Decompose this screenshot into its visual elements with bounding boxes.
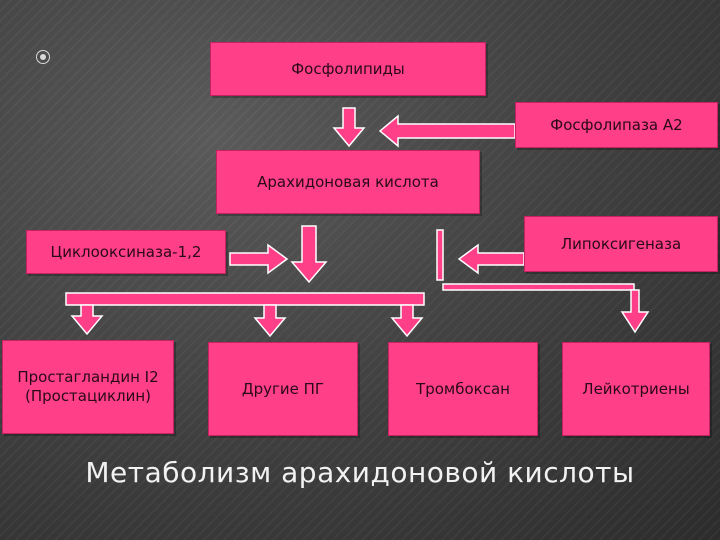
cyclooxygenase-label: Циклооксиназа-1,2 bbox=[50, 242, 202, 261]
leukotrienes-label: Лейкотриены bbox=[582, 379, 690, 398]
lipoxygenase-box: Липоксигеназа bbox=[524, 216, 718, 272]
prostaglandin-i2-box: Простагландин I2 (Простациклин) bbox=[2, 340, 174, 434]
distribution-bar bbox=[65, 292, 425, 306]
phospholipase-label: Фосфолипаза А2 bbox=[550, 115, 683, 134]
lipoxygenase-branch-line bbox=[436, 229, 444, 281]
arrow-lipoxygenase-to-stream bbox=[457, 243, 525, 275]
phospholipase-box: Фосфолипаза А2 bbox=[515, 102, 718, 148]
phospholipids-box: Фосфолипиды bbox=[210, 42, 486, 96]
other-pg-label: Другие ПГ bbox=[241, 379, 325, 398]
lipoxygenase-label: Липоксигеназа bbox=[560, 234, 682, 253]
arrow-to-other-pg bbox=[253, 304, 287, 338]
arrow-phospholipids-to-arachidonic bbox=[332, 107, 366, 148]
arrow-phospholipase-to-stream bbox=[378, 114, 516, 148]
arachidonic-acid-label: Арахидоновая кислота bbox=[257, 172, 439, 191]
leukotrienes-box: Лейкотриены bbox=[562, 342, 710, 436]
slide-title: Метаболизм арахидоновой кислоты bbox=[85, 456, 635, 489]
thromboxane-box: Тромбоксан bbox=[388, 342, 538, 436]
arrow-cyclooxygenase-to-stream bbox=[229, 243, 289, 275]
prostaglandin-i2-label: Простагландин I2 (Простациклин) bbox=[17, 368, 159, 405]
phospholipids-label: Фосфолипиды bbox=[291, 59, 405, 78]
arrow-to-thromboxane bbox=[390, 304, 424, 338]
cyclooxygenase-box: Циклооксиназа-1,2 bbox=[26, 230, 226, 274]
target-bullet-icon bbox=[36, 50, 50, 64]
lipoxygenase-branch-connector bbox=[442, 283, 635, 291]
arrow-to-prostaglandin-i2 bbox=[70, 304, 104, 336]
arrow-to-leukotrienes bbox=[620, 289, 650, 334]
arrow-arachidonic-down bbox=[290, 225, 328, 284]
thromboxane-label: Тромбоксан bbox=[416, 379, 510, 398]
arachidonic-acid-box: Арахидоновая кислота bbox=[216, 150, 480, 214]
other-pg-box: Другие ПГ bbox=[208, 342, 358, 436]
